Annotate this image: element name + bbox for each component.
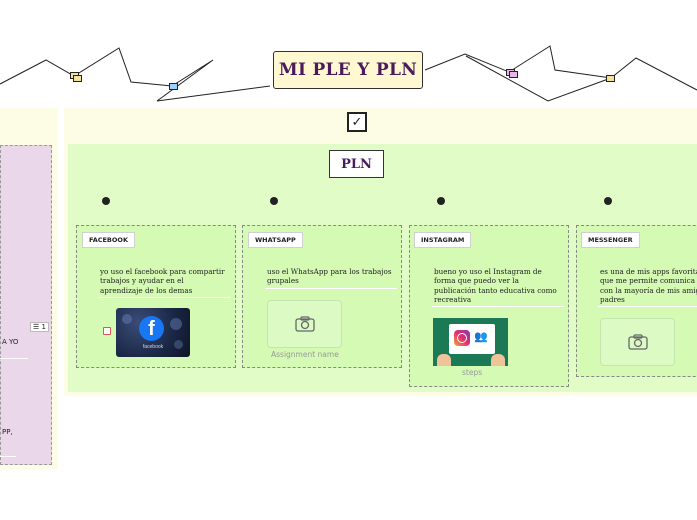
divider [0,358,28,359]
image-placeholder[interactable] [267,300,342,348]
camera-icon [294,316,315,332]
connector-dot [102,197,110,205]
image-caption[interactable]: Assignment name [271,350,339,359]
divider [99,297,231,298]
divider [432,306,564,307]
left-text-fragment: A YO [2,338,19,346]
people-icon: 👥 [474,330,488,343]
link-icon[interactable] [509,71,518,78]
facebook-logo-icon: f [139,316,164,341]
instagram-image[interactable]: 👥 [433,318,508,366]
link-icon[interactable] [169,83,178,90]
facebook-image[interactable]: f facebook [116,308,190,357]
divider [0,456,16,457]
link-icon[interactable] [73,75,82,82]
image-caption[interactable]: steps [462,368,483,377]
image-placeholder[interactable] [600,318,675,366]
card-label-instagram[interactable]: INSTAGRAM [414,232,472,248]
central-topic[interactable]: MI PLE Y PLN [273,51,423,89]
facebook-logo-text: facebook [142,344,164,350]
link-icon[interactable] [606,75,615,82]
camera-icon [627,334,648,350]
zigzag-right [424,45,697,91]
connector-dot [604,197,612,205]
card-label-facebook[interactable]: FACEBOOK [82,232,135,248]
zigzag-right-2 [465,55,612,102]
checkbox-icon[interactable]: ✓ [347,112,367,132]
left-card[interactable] [0,145,52,465]
note-icon[interactable] [103,327,111,335]
left-text-fragment: PP, [2,428,13,436]
connector-dot [437,197,445,205]
card-label-messenger[interactable]: MESSENGER [581,232,640,248]
zigzag-left [0,47,271,102]
connector-dot [270,197,278,205]
divider [265,288,397,289]
divider [598,306,697,307]
pln-topic[interactable]: PLN [329,150,384,178]
list-count-badge[interactable]: ☰ 1 [30,322,49,332]
instagram-icon [454,330,470,346]
card-label-whatsapp[interactable]: WHATSAPP [248,232,303,248]
